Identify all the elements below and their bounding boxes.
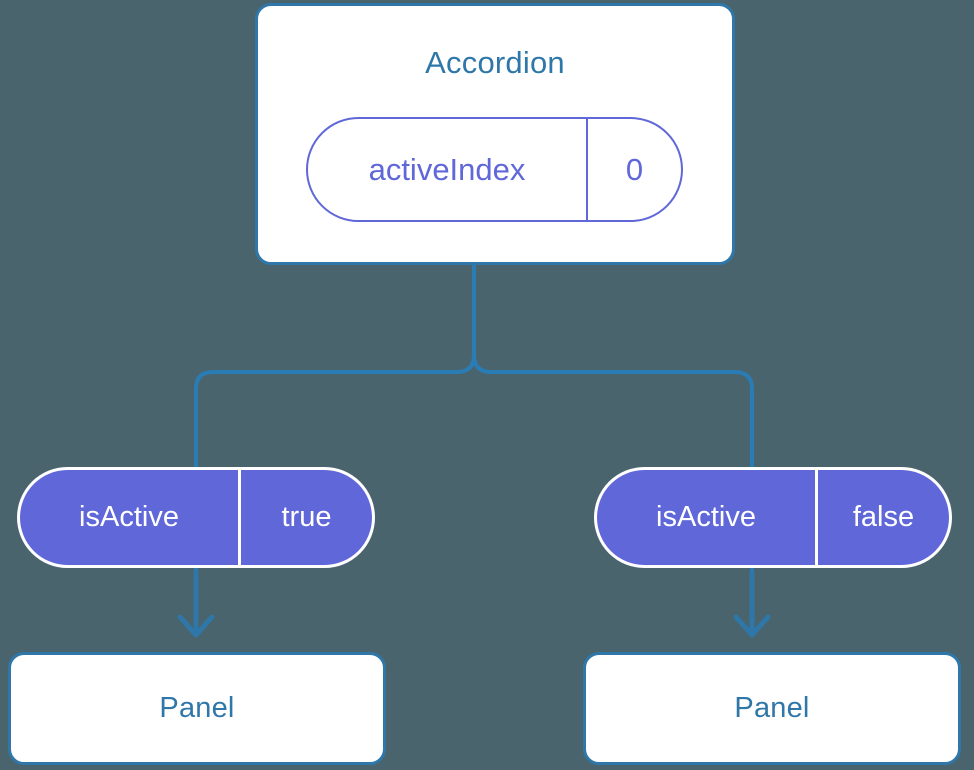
- prop-badge-isactive-right[interactable]: isActive false: [594, 467, 952, 568]
- prop-badge-isactive-left[interactable]: isActive true: [17, 467, 375, 568]
- accordion-title: Accordion: [425, 45, 565, 80]
- prop-badge-isactive-right-key: isActive: [656, 501, 756, 533]
- panel-title-left: Panel: [159, 692, 235, 724]
- panel-title-right: Panel: [734, 692, 810, 724]
- prop-badge-isactive-left-key: isActive: [79, 501, 179, 533]
- prop-badge-activeindex[interactable]: activeIndex 0: [306, 117, 683, 222]
- panel-component-card-left[interactable]: Panel: [8, 652, 386, 765]
- connector-right: [472, 265, 754, 470]
- prop-badge-activeindex-value: 0: [586, 119, 681, 220]
- prop-badge-isactive-left-value: true: [238, 470, 372, 565]
- panel-component-card-right[interactable]: Panel: [583, 652, 961, 765]
- arrow-down-icon-left: [177, 569, 215, 638]
- connector-left: [194, 265, 476, 470]
- prop-badge-isactive-right-value: false: [815, 470, 949, 565]
- prop-badge-activeindex-key: activeIndex: [368, 151, 526, 187]
- arrow-down-icon-right: [733, 569, 771, 638]
